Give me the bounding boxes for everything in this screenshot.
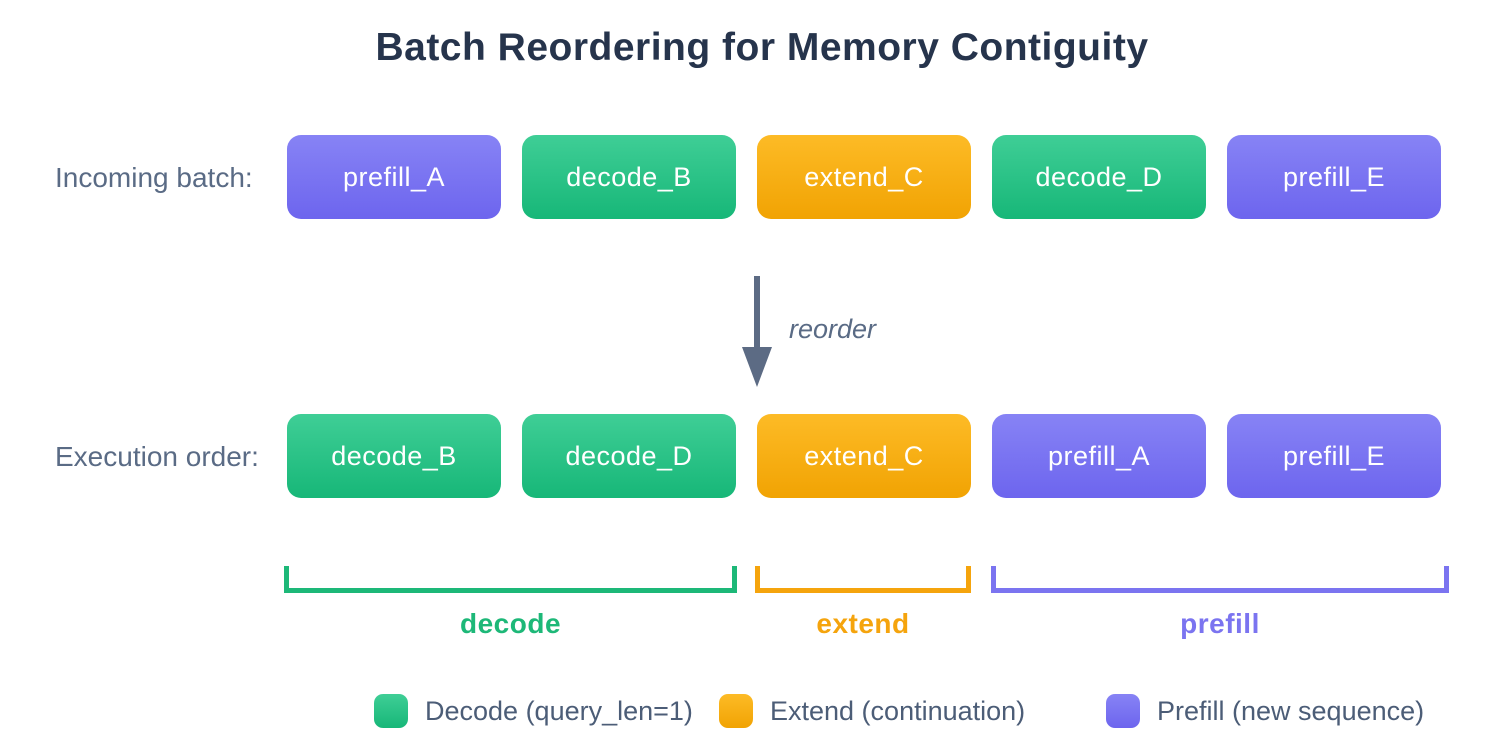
reorder-annotation: reorder xyxy=(789,314,877,344)
incoming-box-extend-c: extend_C xyxy=(757,135,971,219)
extend-group-label: extend xyxy=(816,608,910,639)
box-label: prefill_A xyxy=(1047,440,1151,471)
page-title: Batch Reordering for Memory Contiguity xyxy=(375,26,1149,69)
execution-box-decode-b: decode_B xyxy=(287,414,501,498)
down-arrow-shaft xyxy=(754,276,760,350)
box-label: decode_D xyxy=(1035,161,1163,192)
prefill-color-swatch xyxy=(1106,694,1140,728)
box-label: decode_D xyxy=(565,440,693,471)
decode-color-swatch xyxy=(374,694,408,728)
box-label: extend_C xyxy=(804,440,924,471)
execution-box-prefill-e: prefill_E xyxy=(1227,414,1441,498)
execution-box-decode-d: decode_D xyxy=(522,414,736,498)
legend-item-prefill: Prefill (new sequence) xyxy=(1106,694,1424,728)
execution-order-label: Execution order: xyxy=(55,441,259,472)
decode-group-label: decode xyxy=(459,608,562,639)
execution-box-extend-c: extend_C xyxy=(757,414,971,498)
incoming-box-decode-b: decode_B xyxy=(522,135,736,219)
legend-label: Extend (continuation) xyxy=(770,695,1026,726)
legend-label: Prefill (new sequence) xyxy=(1157,695,1425,726)
bracket-shape xyxy=(284,566,737,593)
incoming-box-decode-d: decode_D xyxy=(992,135,1206,219)
bracket-shape xyxy=(755,566,971,593)
legend-label: Decode (query_len=1) xyxy=(425,695,693,726)
bracket-shape xyxy=(991,566,1449,593)
execution-box-prefill-a: prefill_A xyxy=(992,414,1206,498)
down-arrow-icon xyxy=(742,347,772,387)
incoming-box-prefill-e: prefill_E xyxy=(1227,135,1441,219)
decode-group-bracket: decode xyxy=(284,566,737,640)
box-label: prefill_A xyxy=(342,161,446,192)
extend-group-bracket: extend xyxy=(755,566,971,640)
prefill-group-label: prefill xyxy=(1180,608,1260,639)
box-label: prefill_E xyxy=(1282,161,1386,192)
prefill-group-bracket: prefill xyxy=(991,566,1449,640)
incoming-batch-label: Incoming batch: xyxy=(55,162,253,193)
box-label: decode_B xyxy=(331,440,457,471)
incoming-box-prefill-a: prefill_A xyxy=(287,135,501,219)
extend-color-swatch xyxy=(719,694,753,728)
box-label: decode_B xyxy=(566,161,692,192)
legend-item-decode: Decode (query_len=1) xyxy=(374,694,693,728)
legend-item-extend: Extend (continuation) xyxy=(719,694,1025,728)
box-label: prefill_E xyxy=(1282,440,1386,471)
box-label: extend_C xyxy=(804,161,924,192)
